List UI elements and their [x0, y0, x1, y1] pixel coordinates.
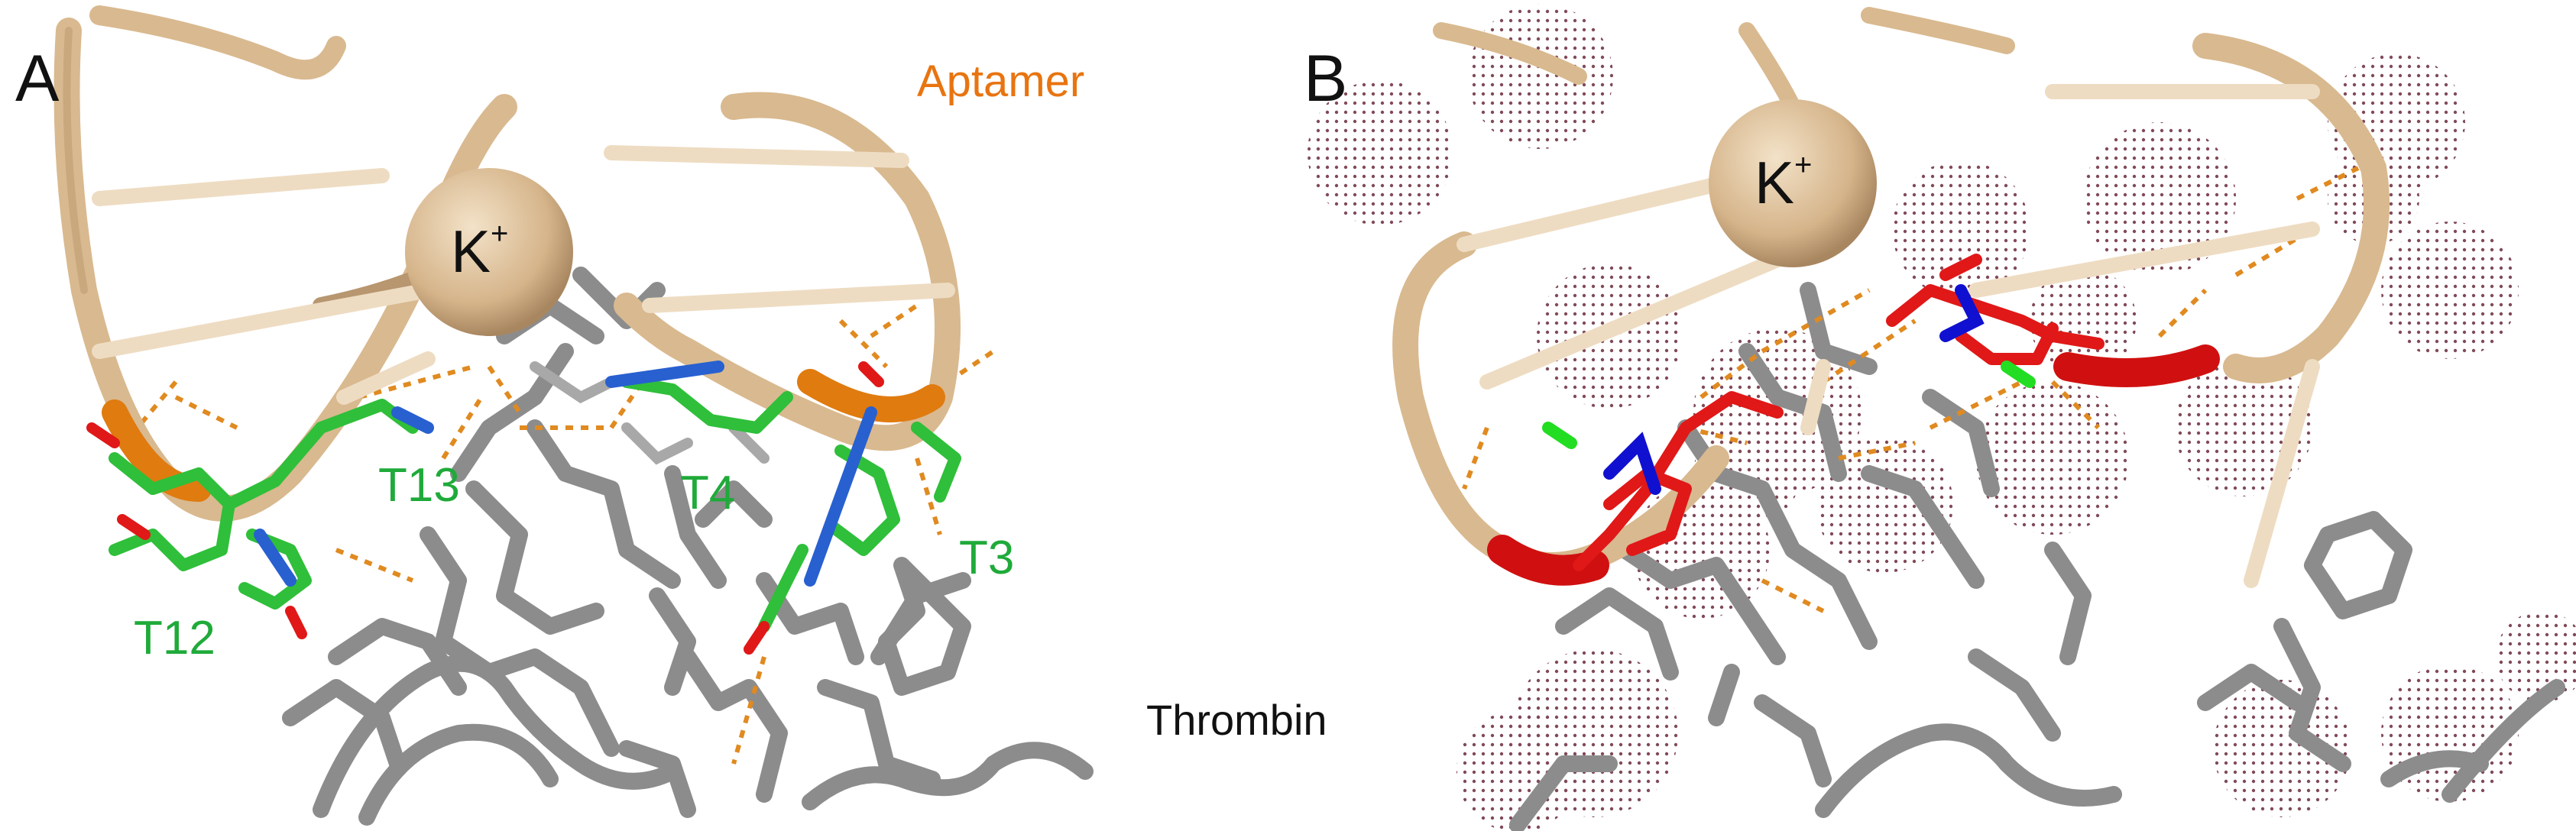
vdw-dot-spheres — [1307, 4, 2576, 831]
potassium-symbol: K — [1755, 149, 1795, 216]
panel-b-structure — [1307, 4, 2576, 831]
residue-label-t3: T3 — [959, 532, 1015, 584]
potassium-ion-sphere — [1709, 99, 1877, 267]
panel-a-letter: A — [15, 42, 60, 115]
potassium-ion-label: K+ — [451, 218, 508, 281]
panel-b-letter: B — [1304, 42, 1348, 115]
aptamer-backbone — [1392, 7, 2390, 586]
thrombin-label: Thrombin — [1146, 696, 1327, 744]
residue-sticks-red — [86, 361, 884, 655]
potassium-charge: + — [1794, 148, 1813, 182]
modified-residue-sticks-blue — [1603, 284, 1985, 495]
aptamer-label: Aptamer — [917, 57, 1085, 106]
hbond-dashes — [1462, 166, 2360, 613]
potassium-symbol: K — [451, 218, 491, 285]
panel-a: A K+ Aptamer T13 T4 T3 T12 — [15, 5, 1094, 826]
potassium-charge: + — [491, 217, 509, 251]
panel-b: B K+ — [1288, 0, 2576, 831]
hbond-dashes — [135, 303, 995, 765]
potassium-ion-sphere — [405, 168, 573, 336]
chlorine-sticks — [1542, 361, 2036, 449]
residue-label-t13: T13 — [378, 459, 460, 512]
protein-sticks-light — [530, 361, 770, 465]
residue-sticks-blue — [254, 361, 877, 587]
residue-label-t12: T12 — [134, 612, 215, 664]
potassium-ion-label: K+ — [1755, 150, 1812, 212]
residue-label-t4: T4 — [680, 467, 736, 519]
aptamer-rungs — [92, 145, 955, 405]
panel-a-structure — [53, 5, 1094, 826]
modified-residue-sticks-red — [1573, 254, 2105, 571]
